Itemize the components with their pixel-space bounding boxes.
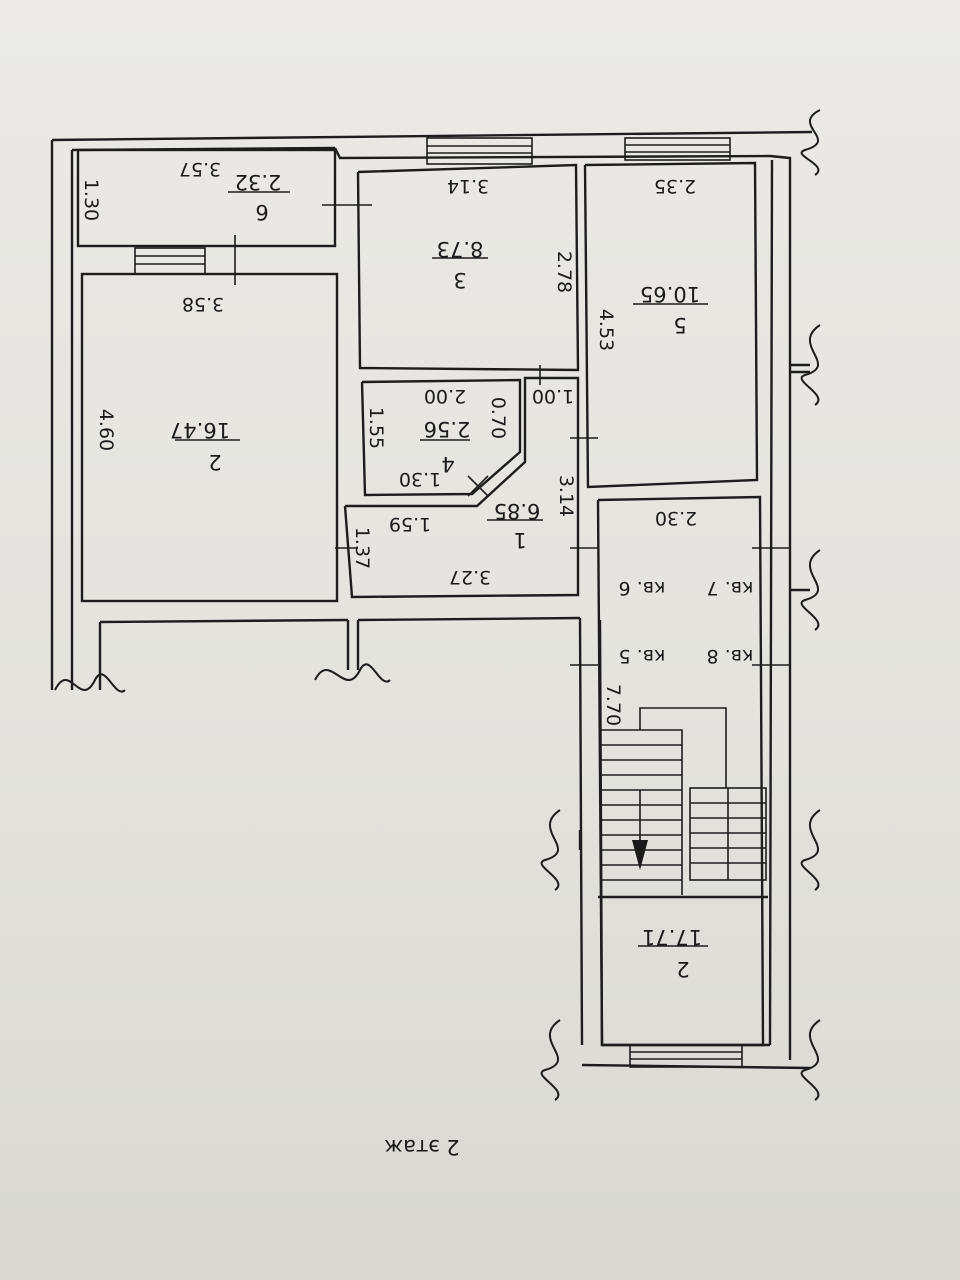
room-3-outline [356,163,580,372]
room-1-dim: 3.27 [449,566,491,588]
room-5-dim: 2.35 [654,175,696,197]
stair-hall-outline [596,495,765,1047]
stair-hall-area: 17.71 [642,925,702,949]
room-2-dim: 4.60 [95,409,117,451]
room-4-dim: 1.00 [532,385,574,407]
staircase [600,707,767,895]
window-stair-hall [629,1044,743,1068]
room-4-outline [360,378,522,497]
room-3-number: 3 [453,268,466,292]
apartment-label: кв. 6 [619,577,666,599]
room-4-dim: 1.55 [365,407,387,449]
room-2-number: 2 [208,450,221,474]
stair-hall-number: 2 [676,957,689,981]
floor-title: 2 этаж [384,1135,460,1159]
room-5-dim: 4.53 [595,309,617,351]
room-2-dim: 3.58 [182,293,224,315]
room-4-number: 4 [441,452,454,476]
window-room2 [134,247,206,275]
room-5-number: 5 [673,313,686,337]
room-4-dim: 0.70 [487,397,509,439]
room-outlines [76,148,768,1047]
window-room3 [426,137,533,165]
room-1-dim: 1.59 [389,513,431,535]
apartment-label: кв. 5 [619,645,666,667]
room-3-area: 8.73 [437,237,484,261]
room-1-area: 6.85 [494,499,541,523]
room-1-number: 1 [513,528,526,552]
stair-hall-dim: 7.70 [602,684,624,726]
room-5-area: 10.65 [640,282,700,306]
window-room5 [624,137,731,161]
room-4-dim: 2.00 [424,385,466,407]
room-6-area: 2.32 [235,170,282,194]
door-marks [234,170,790,666]
room-1-dim: 1.37 [351,527,373,569]
room-6-dim: 3.57 [179,158,221,180]
room-5-outline [583,161,759,489]
labels: 6 2.32 3.57 1.30 3.14 3 8.73 2.78 2.35 5… [80,158,753,1159]
wall-break-marks [54,109,821,1101]
stair-hall-dim: 2.30 [655,507,697,529]
room-4-dim: 1.30 [399,468,441,490]
apartment-label: кв. 8 [707,645,754,667]
room-2-area: 16.47 [170,418,230,442]
room-6-dim: 1.30 [80,179,102,221]
room-1-dim: 3.14 [555,475,577,517]
stair-direction-arrow [632,840,648,870]
windows [134,137,743,1068]
room-3-dim: 2.78 [553,251,575,293]
apartment-label: кв. 7 [707,577,754,599]
room-6-number: 6 [255,200,268,224]
room-1-outline [343,376,580,599]
room-2-outline [80,272,339,603]
room-4-area: 2.56 [424,417,471,441]
room-3-dim: 3.14 [447,175,489,197]
